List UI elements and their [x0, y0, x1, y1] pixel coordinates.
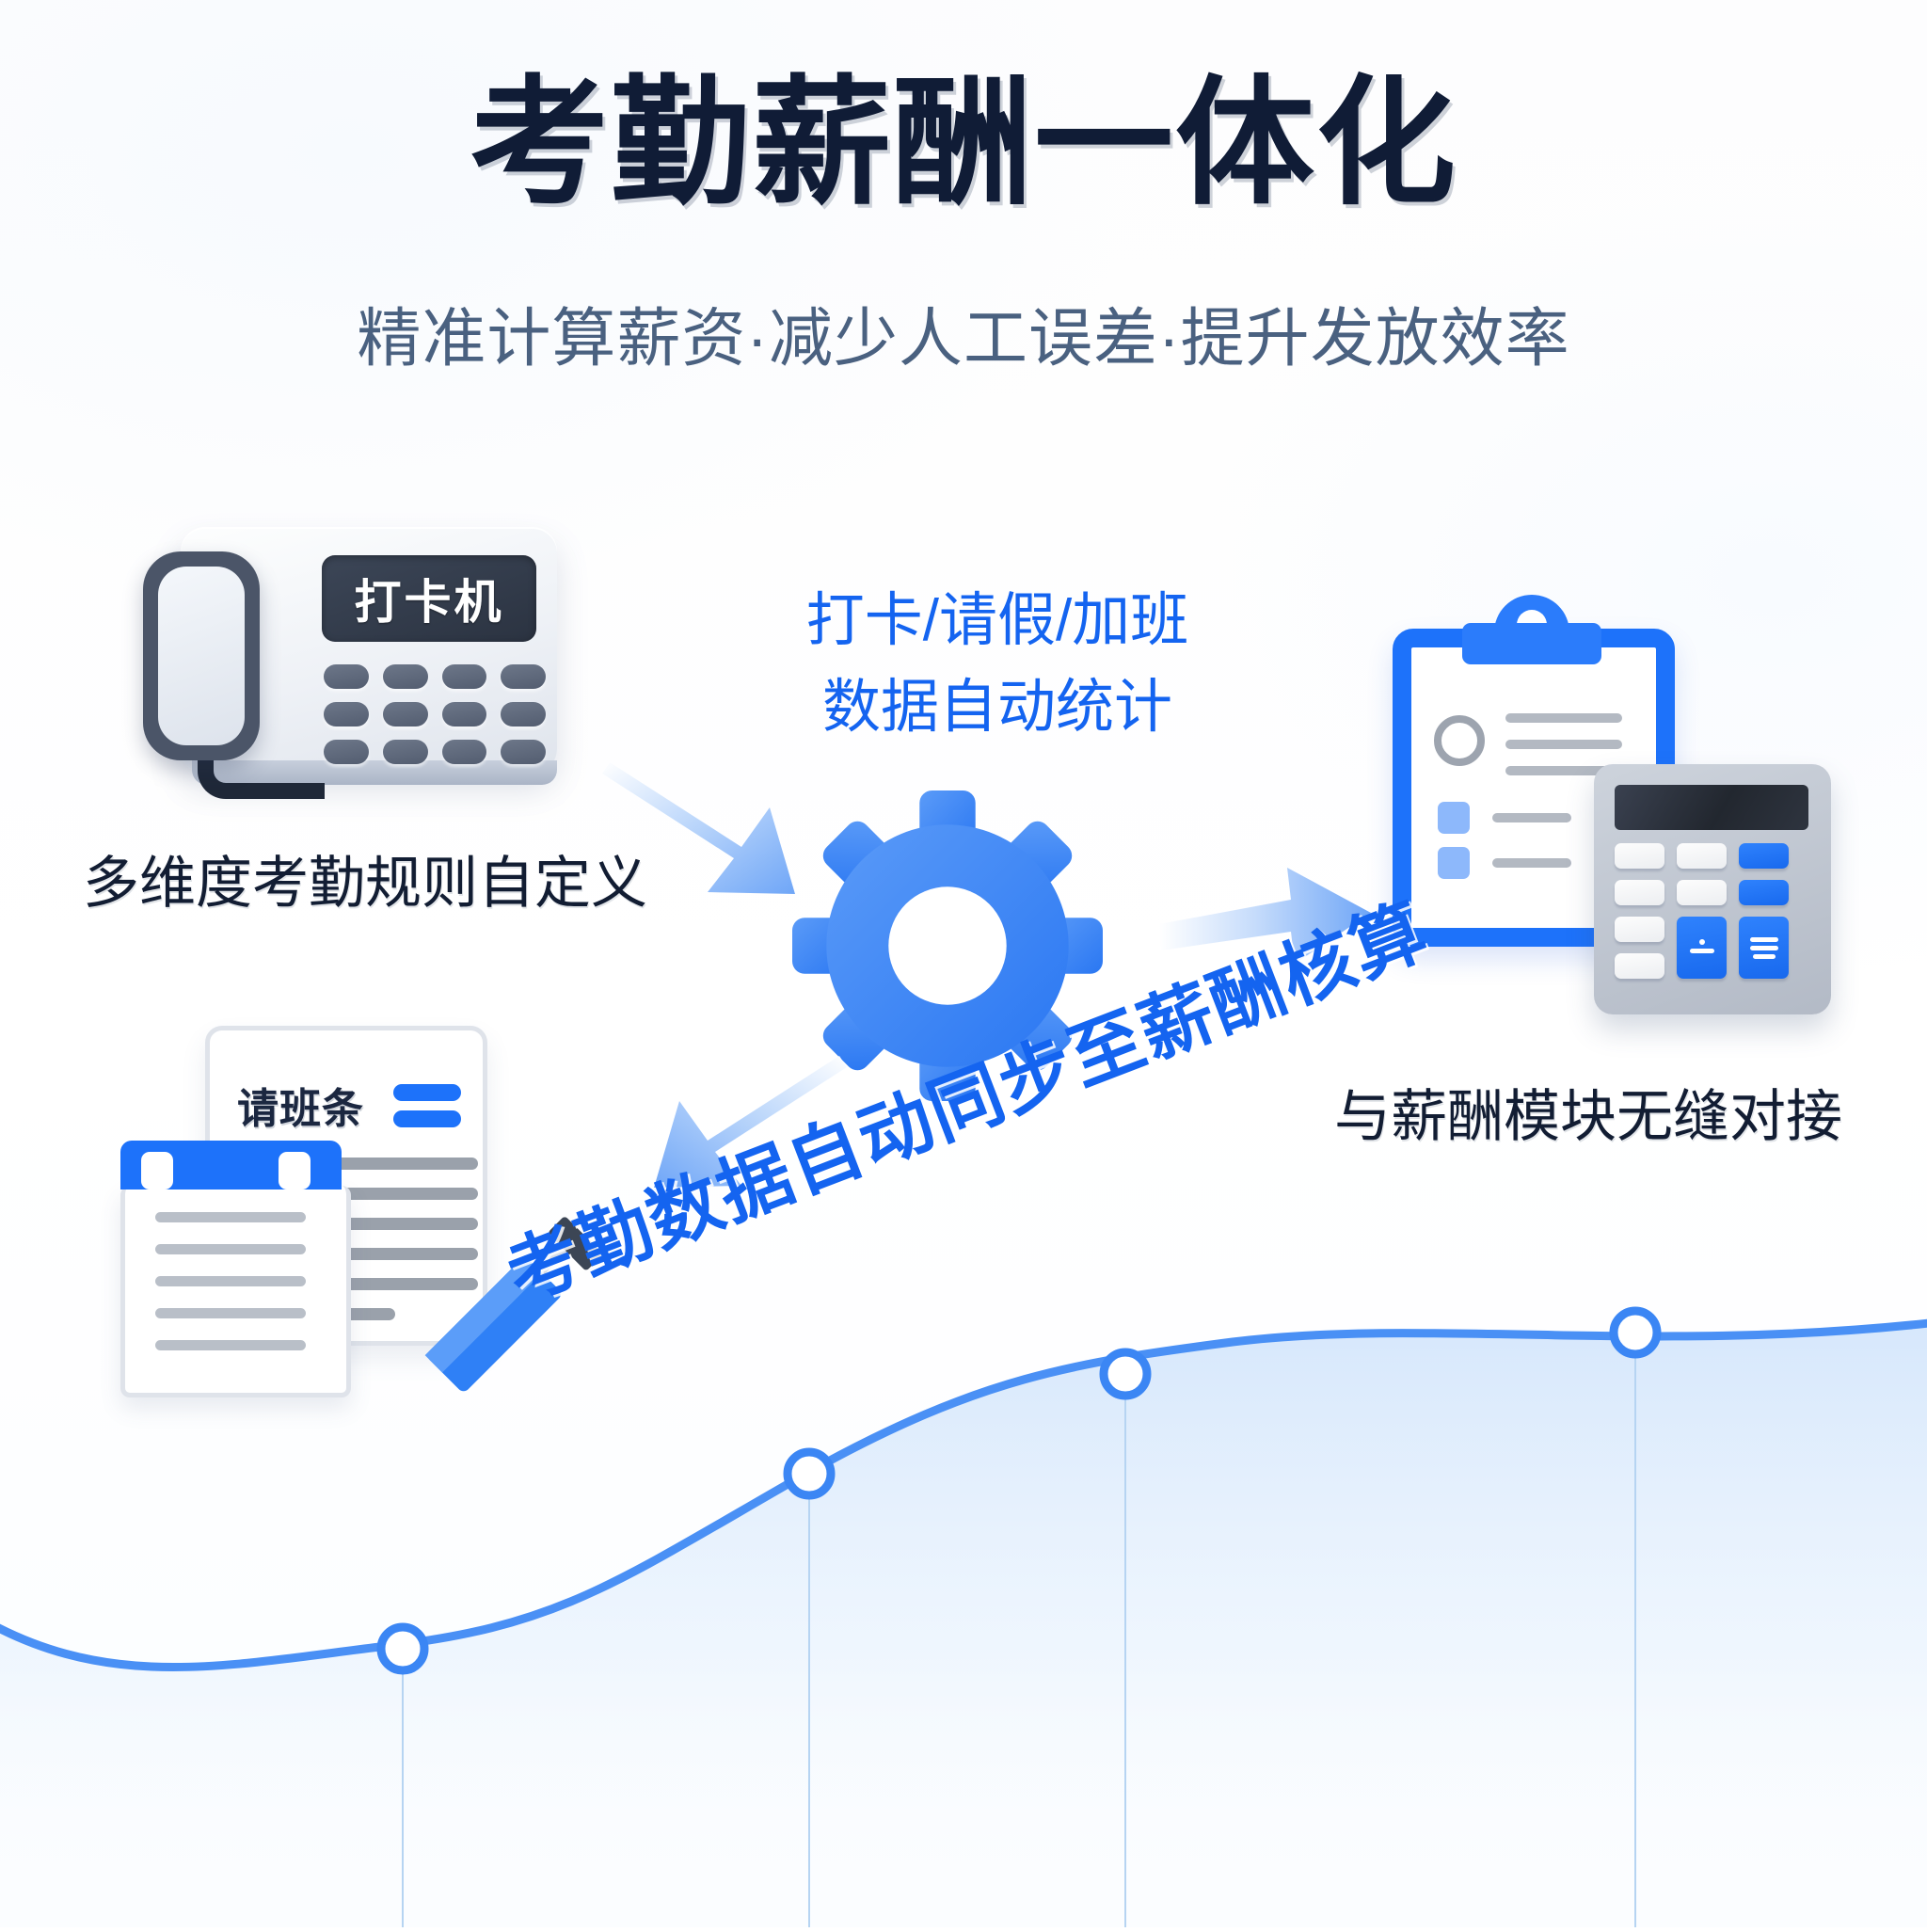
chart-area [0, 1323, 1927, 1927]
gear-icon [792, 790, 1103, 1101]
page-subtitle: 精准计算薪资·减少人工误差·提升发放效率 [357, 303, 1570, 375]
keypad-key[interactable] [441, 740, 487, 764]
calculator-key[interactable] [1615, 917, 1664, 942]
tab-notch [279, 1152, 311, 1190]
clipboard-line [1505, 766, 1622, 775]
calculator-keypad [1615, 843, 1810, 990]
flow-label-line2: 数据自动统计 [821, 675, 1172, 740]
clipboard-clasp [1462, 623, 1601, 664]
front-line [155, 1308, 306, 1318]
keypad-row [324, 702, 546, 726]
leave-slip-blue-bar [393, 1110, 461, 1127]
keypad-key[interactable] [501, 740, 546, 764]
payroll-caption: 与薪酬模块无缝对接 [1334, 1085, 1842, 1148]
calculator-key[interactable] [1739, 880, 1789, 905]
arrow-down-left-icon [654, 1056, 847, 1188]
keypad-key[interactable] [324, 702, 369, 726]
keypad-key[interactable] [501, 664, 546, 689]
keypad-key[interactable] [441, 664, 487, 689]
front-line [155, 1212, 306, 1222]
time-clock-device: 打卡机 [143, 527, 557, 800]
clipboard-checkbox[interactable] [1438, 802, 1470, 834]
clock-keypad [324, 664, 546, 777]
leave-slip-tab [120, 1141, 342, 1190]
clock-base [192, 760, 557, 785]
calculator-row [1615, 880, 1810, 905]
clipboard-line [1505, 713, 1622, 723]
keypad-key[interactable] [324, 740, 369, 764]
page-title: 考勤薪酬一体化 [470, 66, 1457, 221]
calculator-key[interactable] [1615, 880, 1664, 905]
arrow-down-right-icon [602, 762, 795, 894]
keypad-row [324, 664, 546, 689]
calculator-key[interactable] [1739, 843, 1789, 869]
clipboard-checkbox[interactable] [1438, 847, 1470, 879]
arrow-right-icon [1159, 868, 1371, 964]
tab-notch [141, 1152, 173, 1190]
keypad-row [324, 740, 546, 764]
handset [143, 551, 260, 760]
clipboard-avatar-circle [1434, 715, 1485, 766]
leave-slip-front-page [120, 1141, 351, 1397]
front-line [155, 1276, 306, 1286]
calculator-row [1615, 843, 1810, 869]
clock-caption: 多维度考勤规则自定义 [83, 852, 647, 915]
keypad-key[interactable] [324, 664, 369, 689]
chart-marker[interactable] [1609, 1306, 1662, 1359]
keypad-key[interactable] [382, 664, 428, 689]
front-line [155, 1340, 306, 1350]
keypad-key[interactable] [441, 702, 487, 726]
calculator-plus-key[interactable] [1677, 917, 1727, 979]
leave-slip-title: 请班条 [237, 1086, 364, 1132]
keypad-key[interactable] [382, 702, 428, 726]
calculator-equals-key[interactable] [1739, 917, 1789, 979]
calculator-display [1615, 785, 1808, 830]
chart-marker[interactable] [376, 1622, 429, 1675]
flow-label-line1: 打卡/请假/加班 [805, 588, 1189, 653]
leave-slip-group: 请班条 [120, 1016, 516, 1397]
clock-display-label: 打卡机 [354, 576, 504, 629]
handset-inner [158, 567, 245, 745]
clock-display: 打卡机 [322, 555, 536, 642]
chart-marker[interactable] [1099, 1348, 1152, 1400]
front-line [155, 1244, 306, 1254]
handset-cord [198, 749, 325, 799]
keypad-key[interactable] [382, 740, 428, 764]
clipboard-line [1492, 813, 1571, 822]
calculator-key[interactable] [1615, 953, 1664, 979]
leave-slip-blue-bar [393, 1084, 461, 1101]
calculator-row [1615, 917, 1810, 979]
keypad-key[interactable] [501, 702, 546, 726]
calculator-key[interactable] [1615, 843, 1664, 869]
calculator-key[interactable] [1677, 843, 1727, 869]
chart-marker[interactable] [783, 1447, 836, 1500]
growth-chart [0, 1269, 1927, 1927]
calculator-key[interactable] [1677, 880, 1727, 905]
calculator-icon [1594, 764, 1831, 1014]
clipboard-line [1505, 740, 1622, 749]
pencil-icon [424, 1217, 602, 1392]
clipboard-line [1492, 858, 1571, 868]
chart-svg [0, 1306, 1927, 1927]
chart-line [0, 1318, 1927, 1671]
